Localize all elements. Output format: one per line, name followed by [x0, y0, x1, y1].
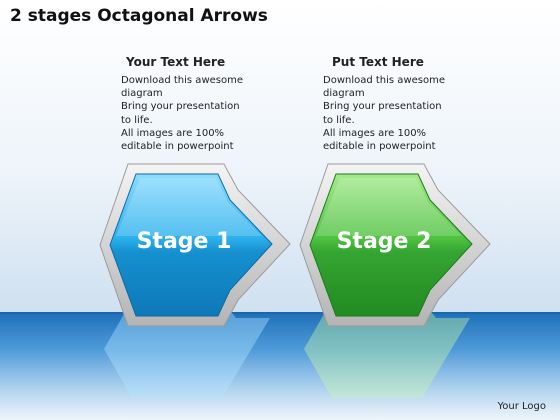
column-2-body: Download this awesome diagram Bring your… — [323, 74, 463, 153]
column-2-line: Download this awesome — [323, 75, 445, 86]
column-2-line: All images are 100% — [323, 127, 427, 139]
column-1-body: Download this awesome diagram Bring your… — [121, 74, 261, 153]
column-2-heading: Put Text Here — [332, 55, 424, 69]
stage-1-arrow[interactable] — [99, 163, 291, 327]
stage-1-body — [109, 173, 273, 317]
stage-2-gloss — [316, 178, 462, 236]
stage-1-label: Stage 1 — [137, 229, 232, 254]
logo-placeholder: Your Logo — [497, 401, 546, 412]
column-1-line: All images are 100% — [121, 127, 225, 139]
column-2-line: editable in powerpoint — [323, 141, 436, 153]
stage-2-body — [309, 173, 473, 317]
slide-title: 2 stages Octagonal Arrows — [10, 6, 268, 26]
column-1-line: diagram — [121, 88, 163, 100]
column-2-line: diagram — [323, 88, 365, 100]
column-1-line: Download this awesome — [121, 75, 243, 86]
column-2-line: Bring your presentation — [323, 101, 442, 113]
stage-1-gloss — [116, 178, 262, 236]
column-2-line: to life. — [323, 114, 355, 126]
stage-2-arrow[interactable] — [299, 163, 491, 327]
column-1-line: to life. — [121, 114, 153, 126]
column-1-heading: Your Text Here — [126, 55, 226, 69]
column-1-line: Bring your presentation — [121, 101, 240, 113]
stage-2-label: Stage 2 — [337, 229, 432, 254]
column-1-line: editable in powerpoint — [121, 141, 234, 153]
